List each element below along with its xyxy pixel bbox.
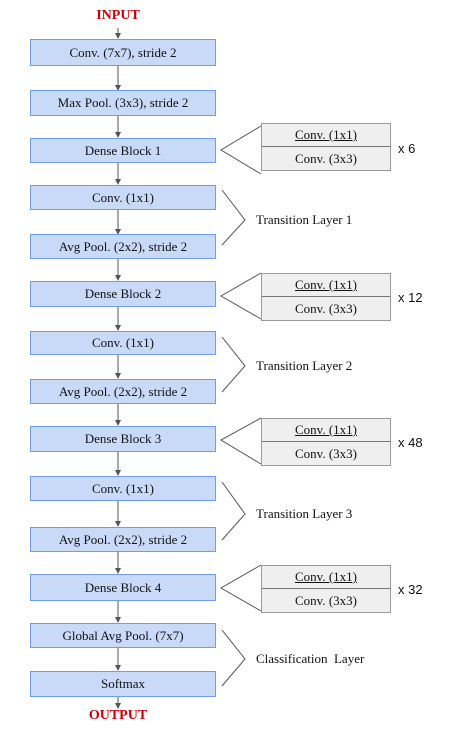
dense-block-1-wedge <box>220 125 262 175</box>
output-label: OUTPUT <box>88 708 148 723</box>
dense-block-4-detail: Conv. (1x1) Conv. (3x3) <box>261 565 391 613</box>
dense-block-3-repeat: x 48 <box>398 435 423 450</box>
dense-block-4-wedge <box>219 564 262 612</box>
layer-transition-3-pool: Avg Pool. (2x2), stride 2 <box>30 527 216 552</box>
dense-block-3-detail: Conv. (1x1) Conv. (3x3) <box>261 418 391 466</box>
dense-block-1-detail: Conv. (1x1) Conv. (3x3) <box>261 123 391 171</box>
layer-transition-1-pool: Avg Pool. (2x2), stride 2 <box>30 234 216 259</box>
layer-dense-block-4: Dense Block 4 <box>30 574 216 601</box>
layer-softmax: Softmax <box>30 671 216 697</box>
layer-transition-3-conv: Conv. (1x1) <box>30 476 216 501</box>
group-label-transition-3: Transition Layer 3 <box>256 506 353 521</box>
transition-3-chevron <box>221 481 246 541</box>
layer-max-pool: Max Pool. (3x3), stride 2 <box>30 90 216 116</box>
transition-1-chevron <box>221 189 246 246</box>
dense-block-1-detail-bottom: Conv. (3x3) <box>295 150 357 166</box>
dense-block-3-wedge <box>219 417 262 465</box>
transition-2-chevron <box>221 336 246 393</box>
dense-block-1-detail-top: Conv. (1x1) <box>262 124 390 147</box>
group-label-transition-1: Transition Layer 1 <box>256 212 353 227</box>
dense-block-1-repeat: x 6 <box>398 141 416 156</box>
layer-global-avg-pool: Global Avg Pool. (7x7) <box>30 623 216 648</box>
dense-block-2-detail-top: Conv. (1x1) <box>262 274 390 297</box>
group-label-transition-2: Transition Layer 2 <box>256 358 353 373</box>
dense-block-2-repeat: x 12 <box>398 290 423 305</box>
dense-block-3-detail-bottom: Conv. (3x3) <box>295 445 357 461</box>
dense-block-3-detail-top: Conv. (1x1) <box>262 419 390 442</box>
dense-block-2-detail-bottom: Conv. (3x3) <box>295 300 357 316</box>
classification-chevron <box>221 629 246 687</box>
layer-dense-block-1: Dense Block 1 <box>30 138 216 163</box>
dense-block-2-wedge <box>219 272 262 320</box>
input-label: INPUT <box>96 8 140 23</box>
dense-block-4-detail-bottom: Conv. (3x3) <box>295 592 357 608</box>
layer-transition-1-conv: Conv. (1x1) <box>30 185 216 210</box>
dense-block-4-detail-top: Conv. (1x1) <box>262 566 390 589</box>
dense-block-2-detail: Conv. (1x1) Conv. (3x3) <box>261 273 391 321</box>
layer-transition-2-conv: Conv. (1x1) <box>30 331 216 355</box>
group-label-classification: Classification Layer <box>256 651 365 666</box>
layer-conv-7x7: Conv. (7x7), stride 2 <box>30 39 216 66</box>
layer-dense-block-2: Dense Block 2 <box>30 281 216 307</box>
layer-transition-2-pool: Avg Pool. (2x2), stride 2 <box>30 379 216 404</box>
dense-block-4-repeat: x 32 <box>398 582 423 597</box>
layer-dense-block-3: Dense Block 3 <box>30 426 216 452</box>
